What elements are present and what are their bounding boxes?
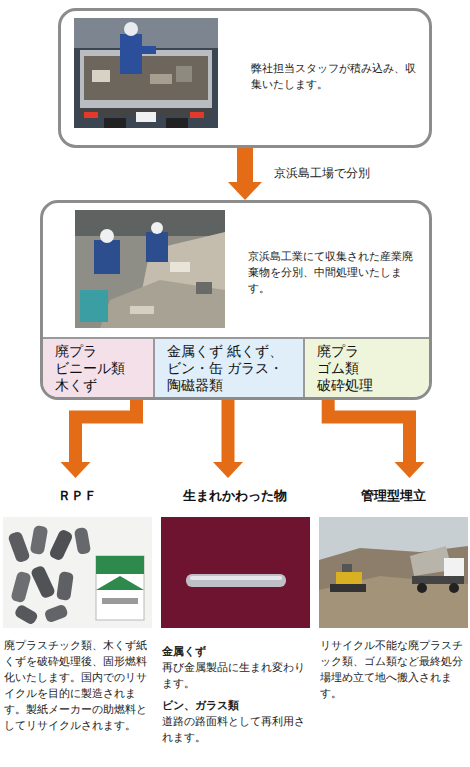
category-text: 金属くず 紙くず、ビン・缶 ガラス・陶磁器類 — [167, 343, 289, 394]
arrow-shaft — [328, 397, 409, 463]
result-text: 再び金属製品に生まれ変わります。 — [162, 660, 308, 692]
category-text: 廃プラ ビニール類 木くず — [55, 343, 141, 394]
arrow-label: 京浜島工場で分別 — [272, 165, 372, 181]
result-heading: 生まれかわった物 — [162, 488, 308, 504]
flow-arrow — [61, 397, 137, 478]
arrow-shaft — [222, 397, 235, 463]
category-cell: 金属くず 紙くず、ビン・缶 ガラス・陶磁器類 — [153, 337, 303, 397]
category-cell: 廃プラ ゴム類 破砕処理 — [303, 337, 429, 397]
process-box: 弊社担当スタッフが積み込み、収集いたします。 — [58, 8, 432, 148]
arrow-head — [395, 462, 425, 478]
result-column: 管理型埋立リサイクル不能な廃プラスチック類、ゴム類など最終処分場埋め立て地へ搬入… — [318, 478, 468, 702]
item-heading: 金属くず — [162, 644, 308, 660]
flow-arrow — [213, 397, 243, 478]
result-column: ＲＰＦ 廃プラスチック類、木くず紙くずを破砕処理後、固形燃料化いたします。国内での… — [2, 478, 152, 734]
box-text: 弊社担当スタッフが積み込み、収集いたします。 — [251, 61, 419, 93]
flow-arrow — [228, 148, 262, 200]
rpf-photo — [3, 517, 152, 628]
result-column: 生まれかわった物金属くず再び金属製品に生まれ変わります。ビン、ガラス類道路の路面… — [160, 478, 310, 746]
result-heading: 管理型埋立 — [320, 488, 466, 504]
result-text: リサイクル不能な廃プラスチック類、ゴム類など最終処分場埋め立て地へ搬入されます。 — [320, 638, 466, 702]
category-cell: 廃プラ ビニール類 木くず — [43, 337, 153, 397]
arrow-shaft — [237, 148, 253, 183]
arrow-shaft — [76, 397, 137, 463]
result-heading: ＲＰＦ — [4, 488, 150, 504]
truck-photo — [74, 18, 218, 128]
result-text: 廃プラスチック類、木くず紙くずを破砕処理後、固形燃料化いたします。国内でのリサイ… — [4, 638, 150, 734]
process-box: 京浜島工業にて収集された産業廃棄物を分別、中間処理いたします。廃プラ ビニール類… — [40, 200, 432, 400]
flow-arrow — [328, 397, 424, 478]
category-text: 廃プラ ゴム類 破砕処理 — [317, 343, 397, 394]
item-heading: ビン、ガラス類 — [162, 698, 308, 714]
ingot-photo — [161, 517, 310, 628]
result-text: 道路の路面料として再利用されます。 — [162, 714, 308, 746]
box-text: 京浜島工業にて収集された産業廃棄物を分別、中間処理いたします。 — [248, 249, 416, 297]
arrow-head — [213, 462, 243, 478]
landfill-photo — [319, 517, 468, 628]
arrow-head — [61, 462, 91, 478]
arrow-head — [228, 182, 262, 200]
sorting-photo — [75, 210, 225, 328]
